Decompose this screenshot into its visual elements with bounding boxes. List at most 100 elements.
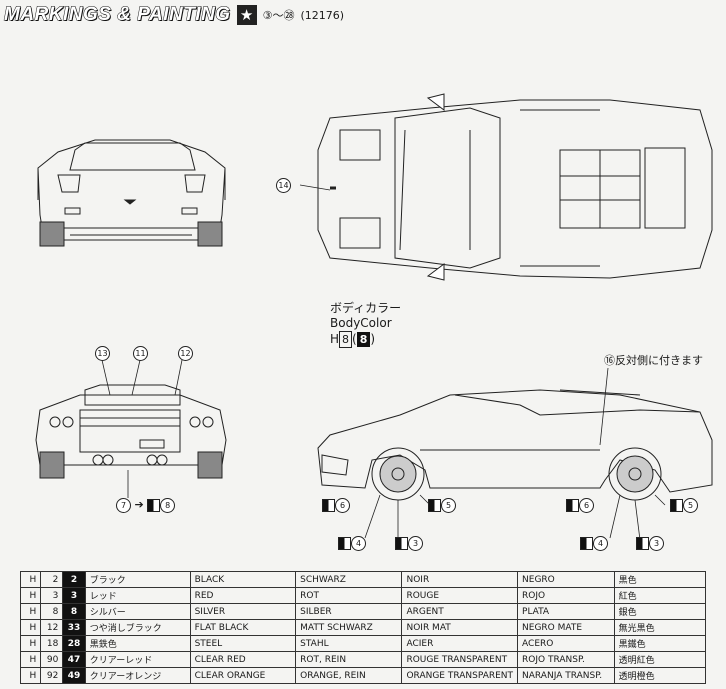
arrow-right-icon: ➔ xyxy=(134,498,144,511)
paint-name-cn: 透明紅色 xyxy=(613,651,707,668)
paint-name-fr: NOIR MAT xyxy=(401,619,519,636)
paint-name-jp: 黒鉄色 xyxy=(84,635,191,652)
paint-name-fr: ACIER xyxy=(401,635,519,652)
paint-name-es: NARANJA TRANSP. xyxy=(517,667,615,684)
paint-name-en: STEEL xyxy=(189,635,297,652)
kit-code: (12176) xyxy=(300,8,345,22)
paint-name-de: MATT SCHWARZ xyxy=(295,619,403,636)
callout-6-front: 6 xyxy=(322,498,350,513)
callout-4-front: 4 xyxy=(338,536,366,551)
paint-name-en: CLEAR ORANGE xyxy=(189,667,297,684)
callout-14: 14 xyxy=(276,178,291,193)
paint-name-en: SILVER xyxy=(189,603,297,620)
rear-view-drawing xyxy=(35,359,227,498)
paint-name-es: PLATA xyxy=(517,603,615,620)
paint-name-de: STAHL xyxy=(295,635,403,652)
page-header: MARKINGS & PAINTING ★ ③～㉘ (12176) xyxy=(4,2,345,28)
paint-name-es: ROJO xyxy=(517,587,615,604)
paint-h-label: H xyxy=(19,651,42,668)
paint-name-cn: 黒色 xyxy=(613,571,707,588)
paint-name-es: ACERO xyxy=(517,635,615,652)
paint-name-cn: 黒鐵色 xyxy=(613,635,707,652)
callout-4-rear: 4 xyxy=(580,536,608,551)
paint-number: 28 xyxy=(62,635,86,652)
front-view-drawing xyxy=(37,139,226,247)
paint-name-fr: NOIR xyxy=(401,571,519,588)
callout-11: 11 xyxy=(133,346,148,361)
paint-name-jp: つや消しブラック xyxy=(84,619,191,636)
decal-range: ③～㉘ xyxy=(262,9,295,22)
callout-5-rear: 5 xyxy=(670,498,698,513)
callout-13: 13 xyxy=(95,346,110,361)
callout-16-note: ⑯反対側に付きます xyxy=(604,354,703,367)
callout-12: 12 xyxy=(178,346,193,361)
paint-name-de: ROT xyxy=(295,587,403,604)
paint-h-number: 2 xyxy=(40,571,64,588)
paint-h-label: H xyxy=(19,603,42,620)
paint-name-de: ORANGE, REIN xyxy=(295,667,403,684)
paint-h-label: H xyxy=(19,571,42,588)
paint-name-en: CLEAR RED xyxy=(189,651,297,668)
paint-name-de: SILBER xyxy=(295,603,403,620)
body-color-jp: ボディカラー xyxy=(330,301,402,315)
paint-h-number: 92 xyxy=(40,667,64,684)
paint-name-jp: クリアーオレンジ xyxy=(84,667,191,684)
paint-name-en: FLAT BLACK xyxy=(189,619,297,636)
paint-name-fr: ARGENT xyxy=(401,603,519,620)
callout-7-8: 7 ➔ 8 xyxy=(116,498,176,513)
paint-name-jp: ブラック xyxy=(84,571,191,588)
side-view-drawing xyxy=(317,367,713,541)
paint-name-es: NEGRO MATE xyxy=(517,619,615,636)
paint-h-number: 3 xyxy=(40,587,64,604)
callout-3-front: 3 xyxy=(395,536,423,551)
paint-name-de: ROT, REIN xyxy=(295,651,403,668)
paint-h-label: H xyxy=(19,587,42,604)
paint-number: 3 xyxy=(62,587,86,604)
paint-number: 49 xyxy=(62,667,86,684)
top-view-drawing xyxy=(299,93,713,281)
paint-number: 33 xyxy=(62,619,86,636)
paint-name-cn: 透明橙色 xyxy=(613,667,707,684)
paint-name-fr: ROUGE TRANSPARENT xyxy=(401,651,519,668)
paint-name-es: NEGRO xyxy=(517,571,615,588)
callout-5-front: 5 xyxy=(428,498,456,513)
paint-number: 2 xyxy=(62,571,86,588)
star-icon: ★ xyxy=(236,5,257,25)
paint-name-cn: 無光黒色 xyxy=(613,619,707,636)
paint-name-cn: 紅色 xyxy=(613,587,707,604)
callout-6-rear: 6 xyxy=(566,498,594,513)
paint-name-fr: ROUGE xyxy=(401,587,519,604)
paint-number: 47 xyxy=(62,651,86,668)
paint-name-cn: 銀色 xyxy=(613,603,707,620)
paint-h-number: 12 xyxy=(40,619,64,636)
paint-name-jp: クリアーレッド xyxy=(84,651,191,668)
paint-name-de: SCHWARZ xyxy=(295,571,403,588)
paint-h-label: H xyxy=(19,619,42,636)
paint-h-number: 90 xyxy=(40,651,64,668)
paint-h-label: H xyxy=(19,667,42,684)
paint-name-en: BLACK xyxy=(189,571,297,588)
paint-h-label: H xyxy=(19,635,42,652)
paint-name-fr: ORANGE TRANSPARENT xyxy=(401,667,519,684)
car-drawings xyxy=(35,93,713,541)
paint-name-es: ROJO TRANSP. xyxy=(517,651,615,668)
paint-h-number: 8 xyxy=(40,603,64,620)
page-title: MARKINGS & PAINTING xyxy=(4,4,231,26)
body-color-en: BodyColor xyxy=(330,316,392,330)
paint-name-en: RED xyxy=(189,587,297,604)
paint-name-jp: レッド xyxy=(84,587,191,604)
callout-3-rear: 3 xyxy=(636,536,664,551)
paint-number: 8 xyxy=(62,603,86,620)
paint-name-jp: シルバー xyxy=(84,603,191,620)
paint-h-number: 18 xyxy=(40,635,64,652)
